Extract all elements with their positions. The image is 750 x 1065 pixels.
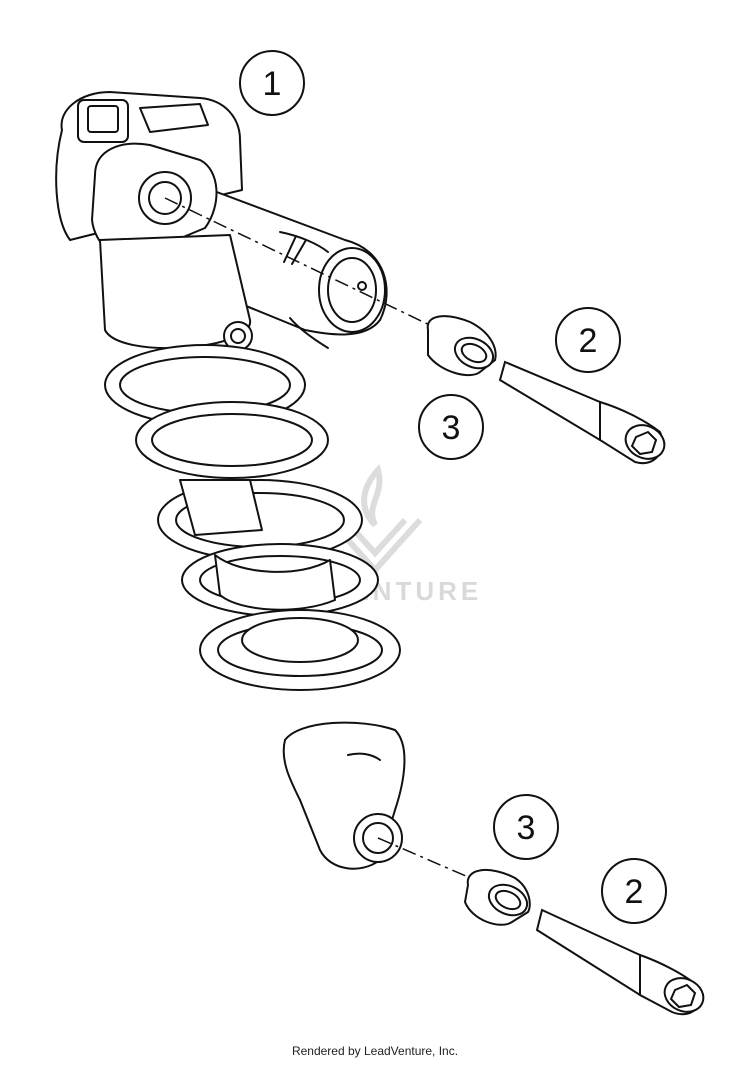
callout-2-upper: 2 [555,307,621,373]
shock-absorber-drawing [55,91,406,870]
callout-3-upper-text: 3 [442,409,461,447]
callout-2-lower-text: 2 [625,873,644,911]
callout-3-lower-text: 3 [517,809,536,847]
render-credit: Rendered by LeadVenture, Inc. [291,1044,459,1058]
callout-2-upper-text: 2 [579,322,598,360]
bushing-drawing-lower [463,868,531,926]
callout-1-text: 1 [263,65,282,103]
axis-lines [164,197,476,881]
bushing-drawing [426,315,497,377]
bolt-drawing-lower [535,908,705,1016]
callout-1: 1 [239,50,305,116]
callout-3-upper: 3 [418,394,484,460]
callout-2-lower: 2 [601,858,667,924]
bolt-drawing [498,360,666,465]
callout-3-lower: 3 [493,794,559,860]
